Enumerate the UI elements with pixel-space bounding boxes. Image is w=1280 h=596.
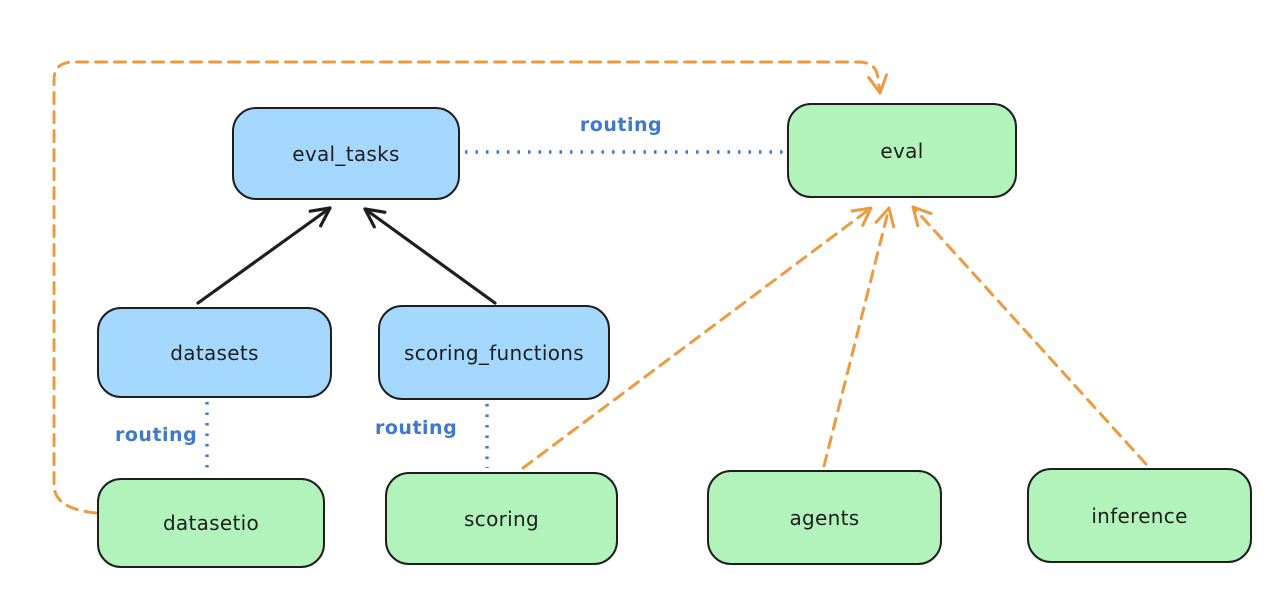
- node-datasets-label: datasets: [170, 340, 259, 365]
- node-eval-tasks-label: eval_tasks: [292, 141, 400, 166]
- node-scoring: scoring: [385, 472, 618, 565]
- node-datasetio-label: datasetio: [162, 511, 260, 535]
- edge-scoring-functions-to-eval-tasks: [363, 207, 497, 305]
- node-scoring-label: scoring: [464, 506, 539, 531]
- node-eval-label: eval: [880, 138, 924, 163]
- edge-label-routing-top: routing: [579, 114, 663, 136]
- node-datasets: datasets: [97, 307, 332, 398]
- edge-label-routing-left: routing: [115, 424, 198, 446]
- node-agents-label: agents: [789, 505, 860, 530]
- node-agents: agents: [707, 470, 942, 565]
- node-datasetio: datasetio: [97, 478, 325, 568]
- node-scoring-functions: scoring_functions: [378, 305, 610, 400]
- edge-scoring-to-eval: [521, 206, 873, 470]
- node-inference-label: inference: [1091, 503, 1188, 528]
- edge-inference-to-eval: [911, 205, 1148, 466]
- node-eval: eval: [787, 103, 1017, 198]
- edge-label-routing-mid: routing: [375, 417, 458, 439]
- edge-agents-to-eval: [822, 206, 896, 468]
- edge-datasetio-to-eval: [52, 60, 889, 515]
- node-scoring-functions-label: scoring_functions: [403, 340, 585, 365]
- edge-datasets-to-eval-tasks: [196, 206, 332, 305]
- node-eval-tasks: eval_tasks: [232, 107, 460, 200]
- node-inference: inference: [1027, 468, 1252, 563]
